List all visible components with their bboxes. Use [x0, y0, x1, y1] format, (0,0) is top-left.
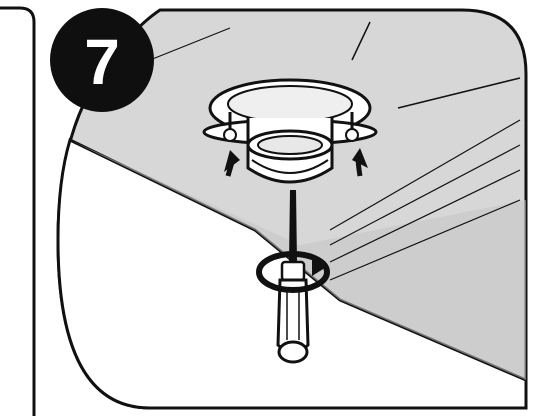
step-number: 7: [84, 26, 120, 98]
left-panel-border: [0, 6, 36, 416]
step-badge: 7: [50, 8, 154, 112]
screwdriver-icon: [276, 190, 310, 364]
up-arrow-icon: [224, 150, 240, 177]
up-arrow-icon: [352, 148, 368, 177]
light-fixture: [202, 78, 378, 184]
circular-arrow-icon: [256, 251, 330, 293]
